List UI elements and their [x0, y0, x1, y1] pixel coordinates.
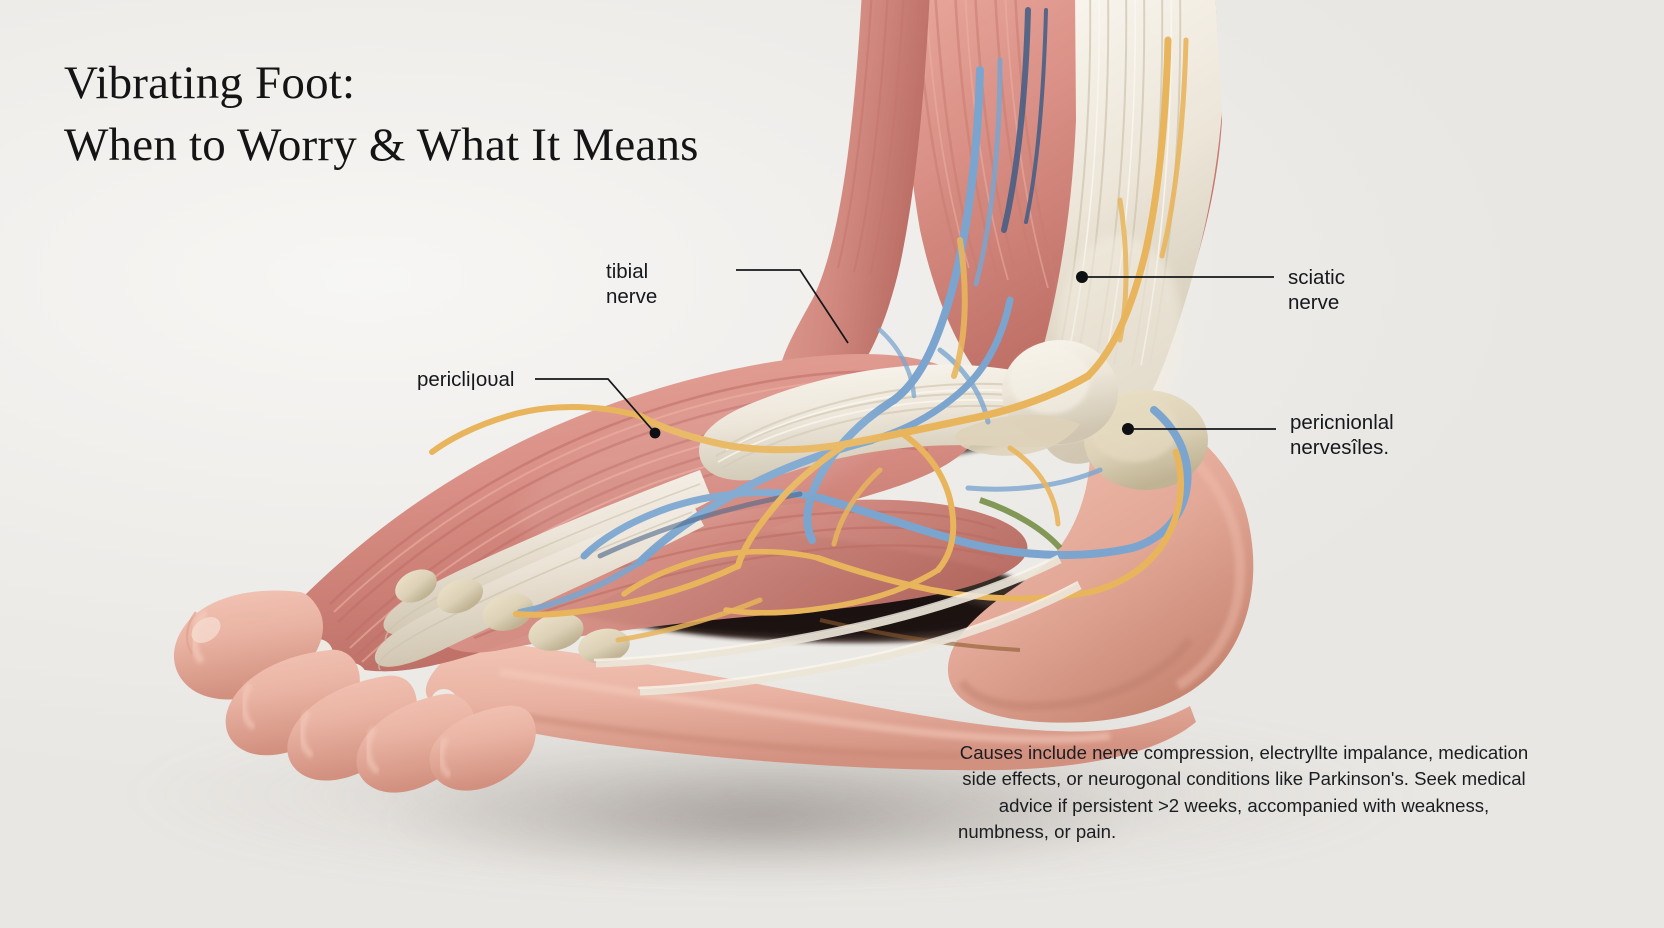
foot-bone-group — [395, 569, 630, 664]
brown-accent-structure — [819, 618, 1021, 652]
caption-block: Causes include nerve compression, electr… — [958, 740, 1530, 846]
nerve-network — [429, 36, 1189, 643]
toenail-group — [191, 617, 221, 643]
floor-contact-shadow — [380, 760, 1140, 880]
callout-label-tibial-nerve: tibial nerve — [606, 260, 658, 308]
anterior-leg-muscle — [777, 0, 930, 410]
caption-line-1: Causes include nerve compression, electr… — [959, 742, 1529, 763]
caption-line-4: numbness, or pain. — [958, 821, 1117, 843]
callout-label-sciatic-nerve: sciatic nerve — [1288, 266, 1345, 314]
caption-line-3: advice if persistent >2 weeks, accompani… — [998, 794, 1490, 816]
plantar-tendon-strands — [595, 556, 1082, 696]
sole-skin-group — [425, 640, 1196, 771]
plantar-tendon-highlights — [593, 554, 1079, 690]
ankle-bone-group — [955, 340, 1208, 490]
green-accent-structure — [979, 497, 1063, 551]
arch-specular-highlight — [516, 392, 884, 548]
callout-label-peroneal-nerve: pericliןoυal — [417, 368, 515, 391]
callout-label-peroneal-branches: pericnionlal nervesîles. — [1290, 411, 1394, 459]
caption-line-2: side effects, or neurogonal conditions l… — [962, 768, 1526, 790]
page-title: Vibrating Foot: When to Worry & What It … — [64, 57, 699, 172]
